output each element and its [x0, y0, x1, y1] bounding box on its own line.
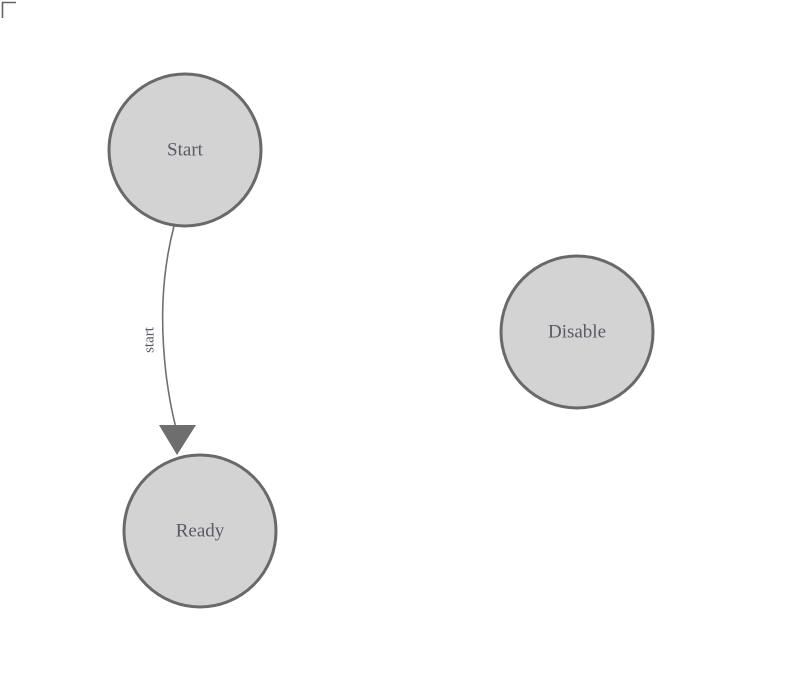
corner-bracket-mark [1, 1, 16, 18]
nodes-group: Start Ready Disable [107, 72, 655, 609]
edges-group: start [141, 225, 196, 455]
node-disable[interactable]: Disable [499, 254, 655, 410]
node-ready-circle[interactable] [122, 453, 278, 609]
edge-label-start: start [141, 326, 157, 353]
node-start[interactable]: Start [107, 72, 263, 228]
node-disable-circle[interactable] [499, 254, 655, 410]
edge-path[interactable] [161, 225, 178, 433]
node-start-circle[interactable] [107, 72, 263, 228]
node-ready[interactable]: Ready [122, 453, 278, 609]
edge-start-to-ready[interactable]: start [141, 225, 196, 455]
edge-arrowhead-icon [159, 425, 196, 455]
